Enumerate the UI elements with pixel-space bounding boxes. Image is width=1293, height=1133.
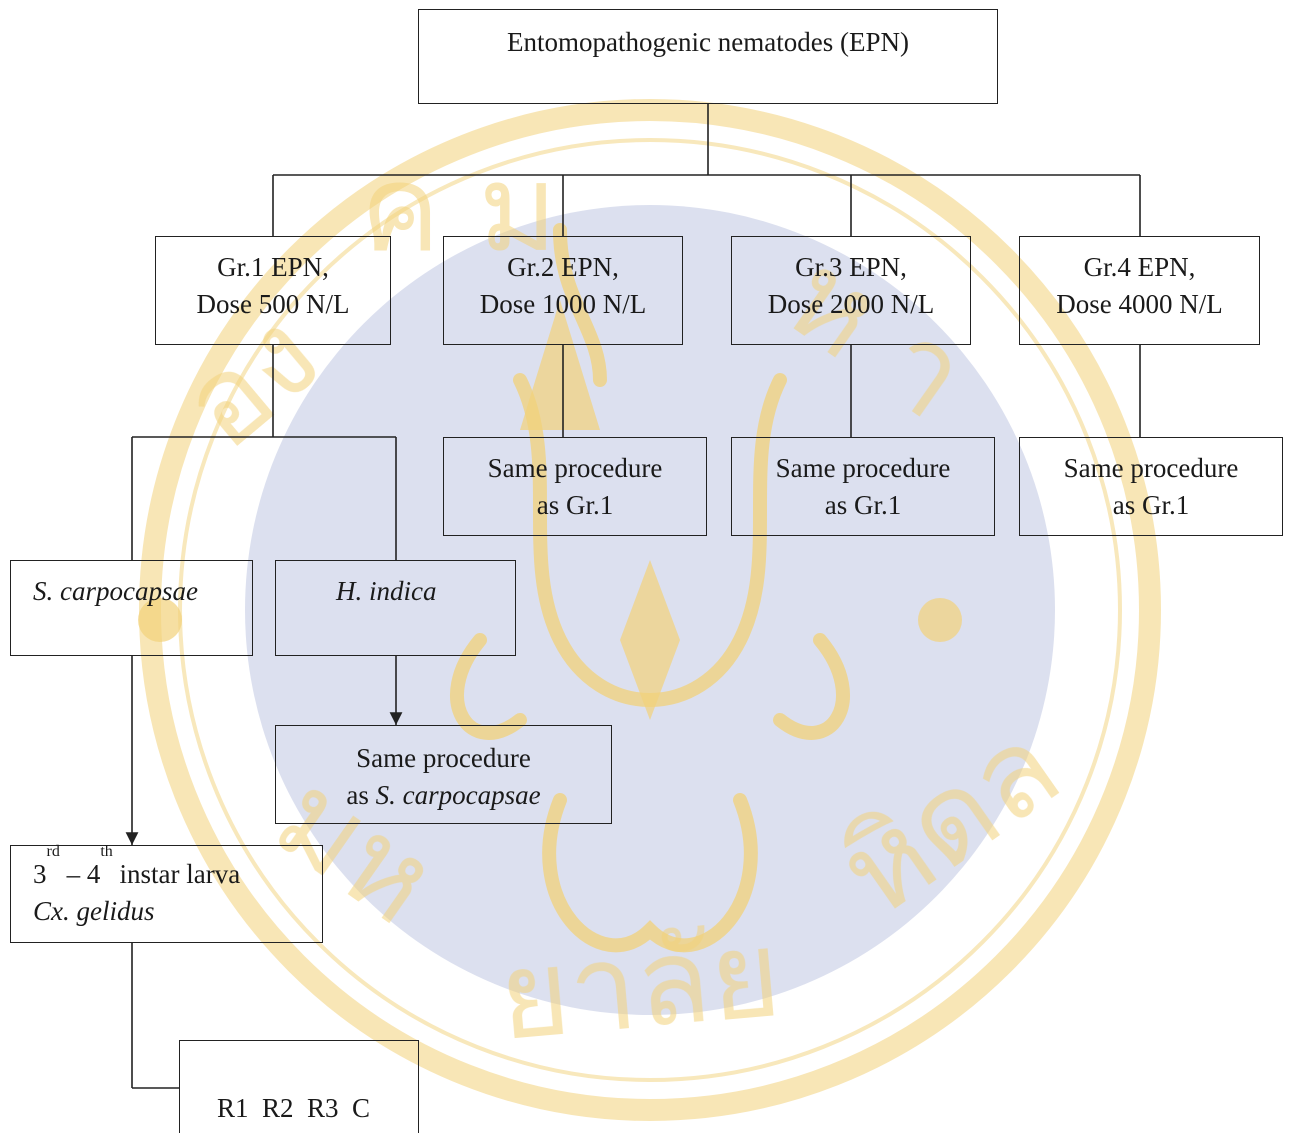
group-3-node: Gr.3 EPN, Dose 2000 N/L	[731, 236, 971, 345]
svg-text:ค ม: ค ม	[360, 140, 558, 279]
same-procedure-gr2: Same procedure as Gr.1	[443, 437, 707, 536]
same-procedure-line1: Same procedure	[775, 453, 951, 483]
group-1-line2: Dose 500 N/L	[196, 289, 350, 319]
same-procedure-s-carpocapsae: Same procedure as S. carpocapsae	[275, 725, 612, 824]
group-1-node: Gr.1 EPN, Dose 500 N/L	[155, 236, 391, 345]
same-procedure-gr3: Same procedure as Gr.1	[731, 437, 995, 536]
svg-text:ยาลัย: ยาลัย	[493, 904, 786, 1067]
root-node: Entomopathogenic nematodes (EPN)	[418, 9, 998, 104]
same-procedure-line1: Same procedure	[487, 453, 663, 483]
group-3-line2: Dose 2000 N/L	[767, 289, 935, 319]
same-procedure-sc-species: S. carpocapsae	[375, 780, 541, 810]
same-procedure-sc-prefix: as	[346, 780, 376, 810]
species-s-carpocapsae-label: S. carpocapsae	[33, 576, 198, 606]
same-procedure-sc-line1: Same procedure	[356, 743, 531, 773]
same-procedure-line2: as Gr.1	[824, 490, 902, 520]
group-4-node: Gr.4 EPN, Dose 4000 N/L	[1019, 236, 1260, 345]
group-4-line1: Gr.4 EPN,	[1083, 252, 1196, 282]
same-procedure-sc-line2: as S. carpocapsae	[346, 777, 540, 814]
group-1-line1: Gr.1 EPN,	[217, 252, 329, 282]
replicates-node: R1 R2 R3 C	[179, 1040, 419, 1133]
species-h-indica: H. indica	[275, 560, 516, 656]
species-s-carpocapsae: S. carpocapsae	[10, 560, 253, 656]
root-label: Entomopathogenic nematodes (EPN)	[507, 27, 909, 57]
group-2-line1: Gr.2 EPN,	[507, 252, 619, 282]
same-procedure-line1: Same procedure	[1063, 453, 1239, 483]
larva-species: Cx. gelidus	[33, 896, 155, 926]
same-procedure-line2: as Gr.1	[1112, 490, 1190, 520]
group-4-line2: Dose 4000 N/L	[1056, 289, 1223, 319]
same-procedure-gr4: Same procedure as Gr.1	[1019, 437, 1283, 536]
group-2-line2: Dose 1000 N/L	[479, 289, 647, 319]
replicates-label: R1 R2 R3 C	[217, 1093, 371, 1123]
same-procedure-line2: as Gr.1	[536, 490, 614, 520]
larva-node: 3rd – 4th instar larva Cx. gelidus	[10, 843, 323, 943]
group-2-node: Gr.2 EPN, Dose 1000 N/L	[443, 236, 683, 345]
group-3-line1: Gr.3 EPN,	[795, 252, 907, 282]
larva-stage: 3rd – 4th instar larva	[33, 843, 241, 890]
species-h-indica-label: H. indica	[336, 576, 437, 606]
